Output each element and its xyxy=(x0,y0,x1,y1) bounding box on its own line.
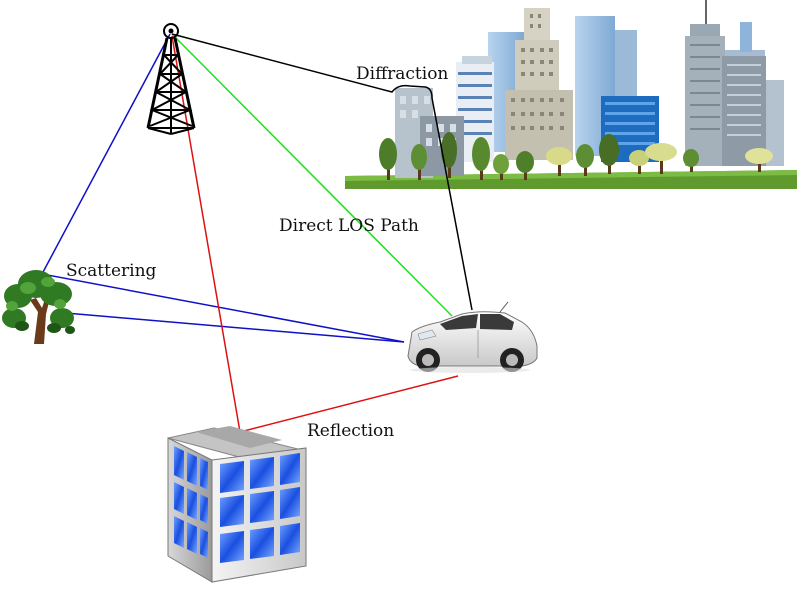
office-building-icon xyxy=(167,426,307,583)
car-icon xyxy=(407,301,538,373)
direct-los-label: Direct LOS Path xyxy=(279,216,419,236)
reflection-label: Reflection xyxy=(307,421,394,441)
scattering-label: Scattering xyxy=(66,261,157,281)
city-skyline-icon xyxy=(345,0,797,189)
diffraction-label: Diffraction xyxy=(356,64,448,84)
cell-tower-icon xyxy=(146,23,196,135)
diffraction-path xyxy=(171,33,473,311)
direct-los-path xyxy=(171,33,453,317)
scattering-path-2 xyxy=(53,311,405,343)
tree-icon xyxy=(2,270,75,344)
